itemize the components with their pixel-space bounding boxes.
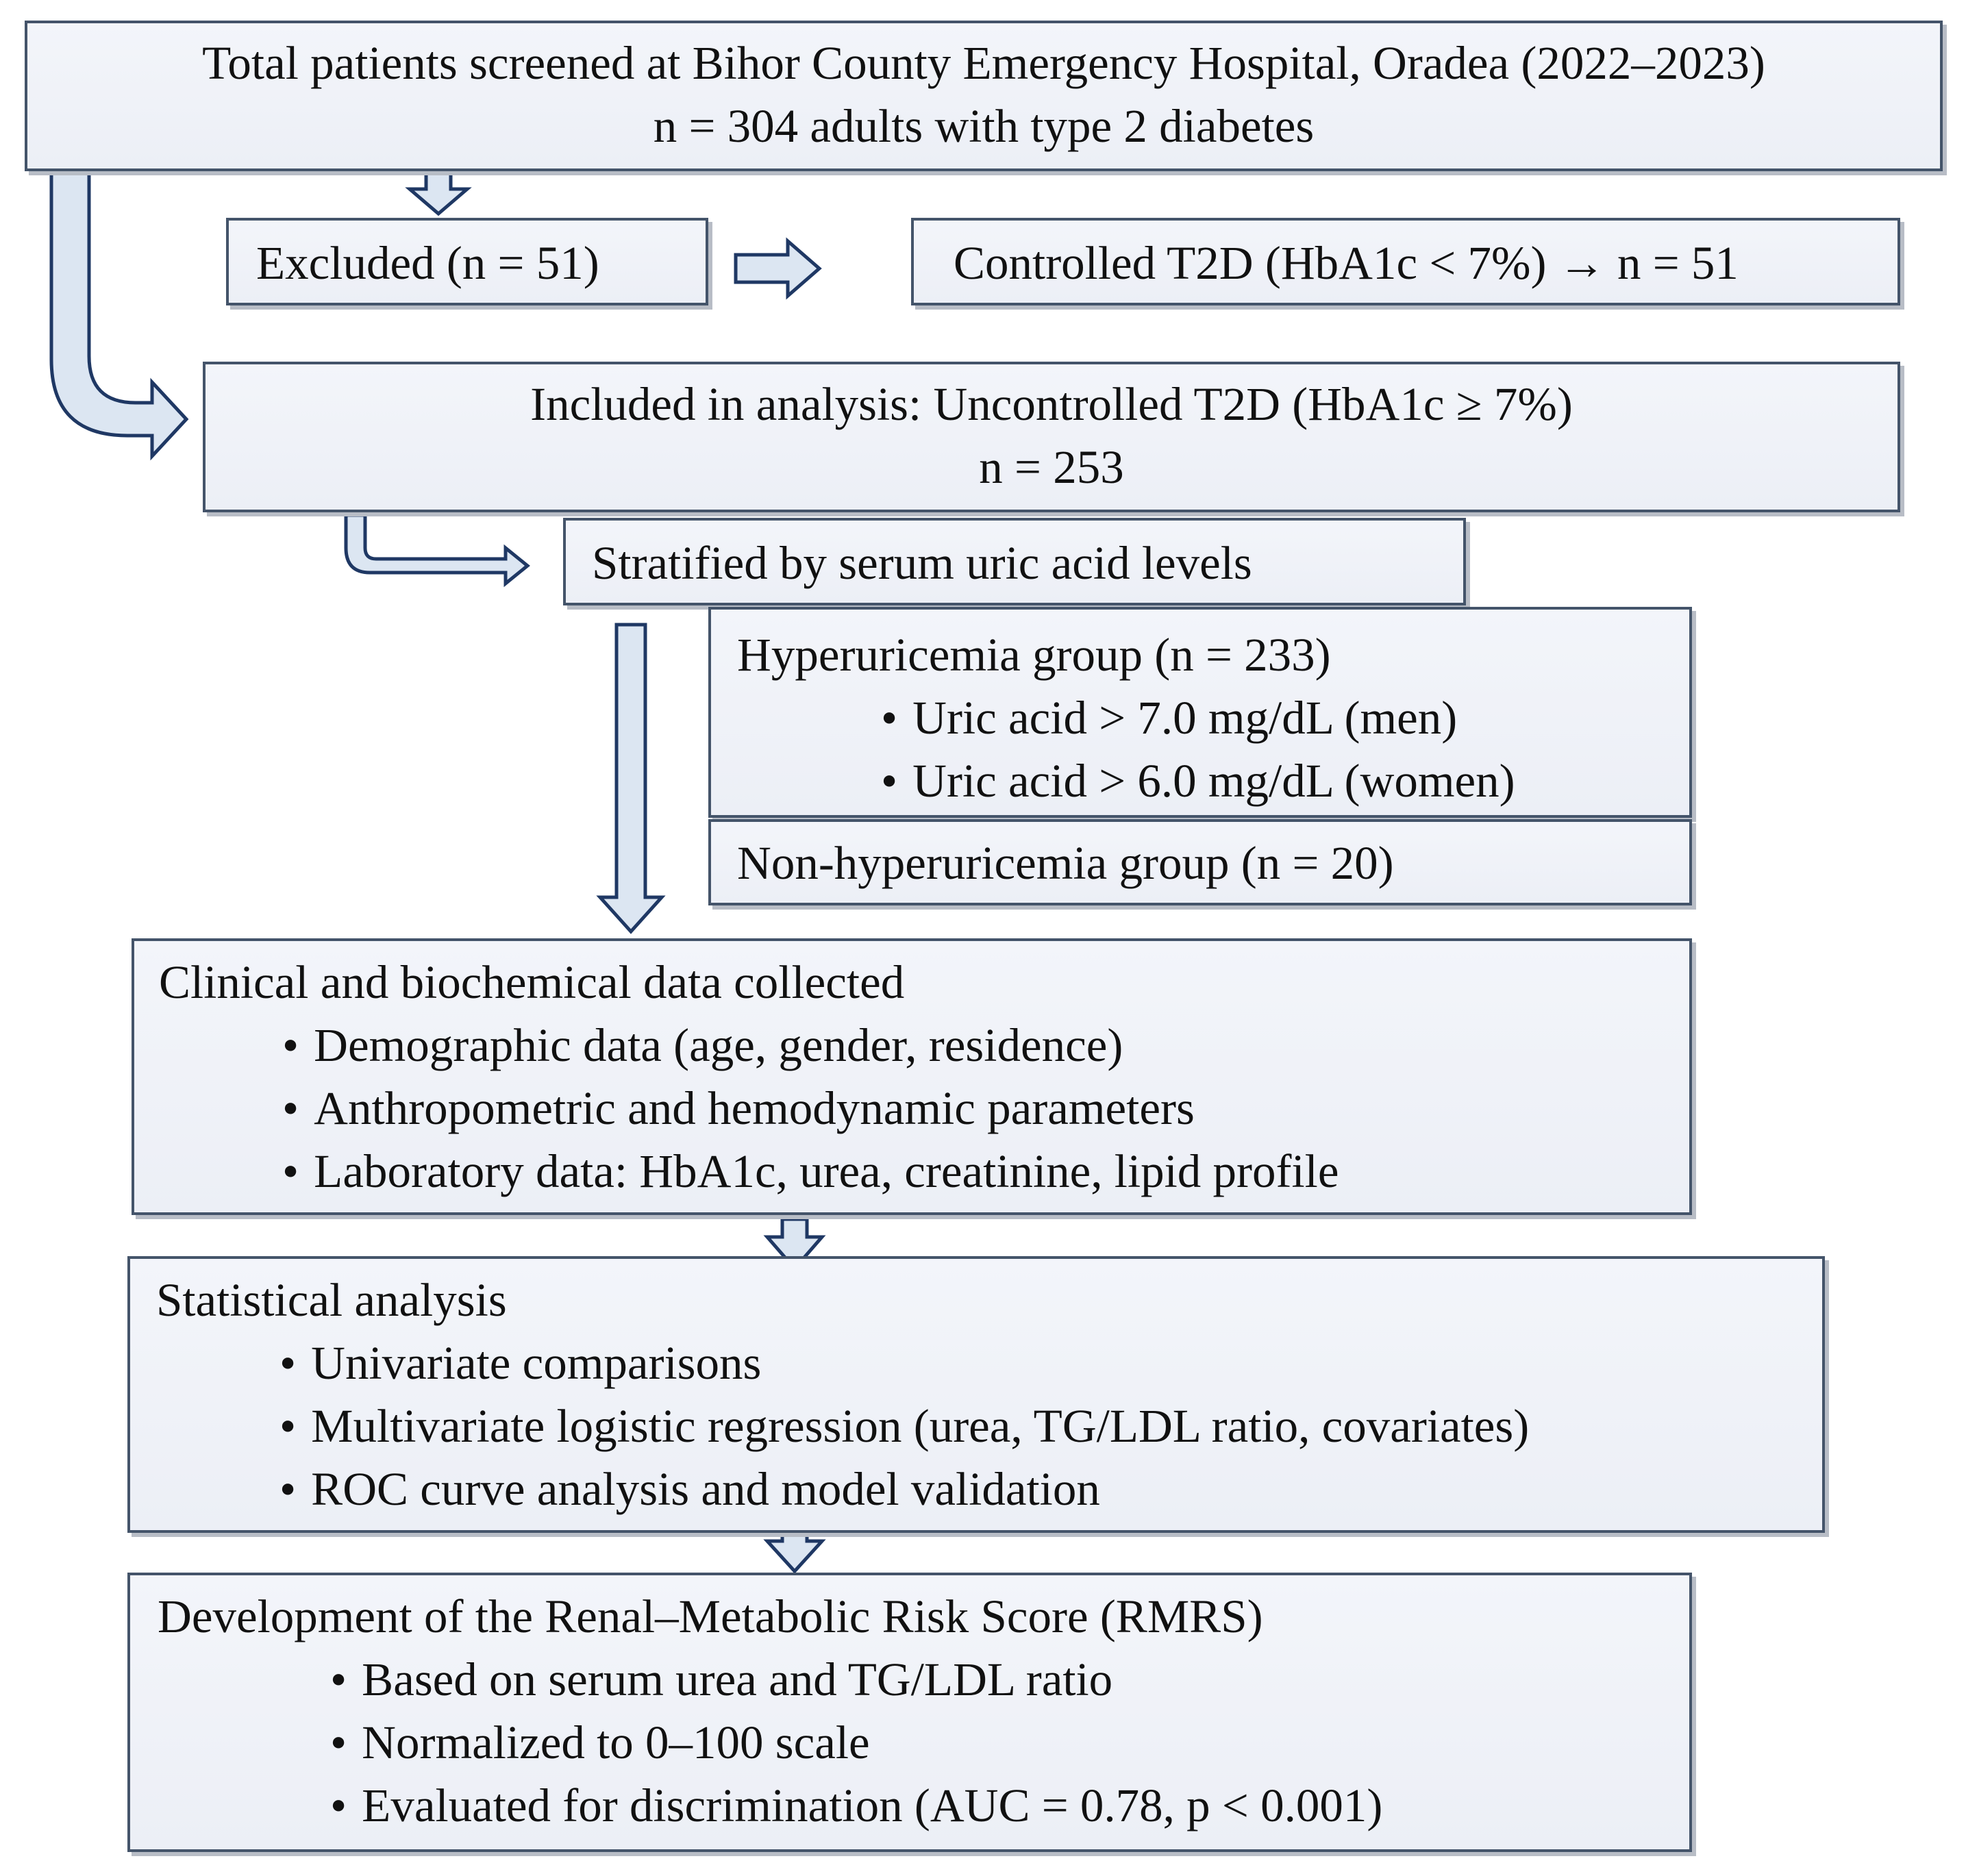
statistical-analysis-title: Statistical analysis xyxy=(156,1274,507,1326)
clinical-to-statistical-arrow xyxy=(763,1217,826,1271)
controlled-label: Controlled T2D (HbA1c < 7%) → n = 51 xyxy=(954,237,1739,289)
screened-to-included-arrow xyxy=(49,171,189,461)
statistical-analysis-item: ROC curve analysis and model validation xyxy=(279,1458,1822,1521)
included-count: n = 253 xyxy=(979,441,1124,493)
controlled-box: Controlled T2D (HbA1c < 7%) → n = 51 xyxy=(911,218,1900,305)
statistical-analysis-box: Statistical analysis Univariate comparis… xyxy=(127,1256,1825,1533)
statistical-analysis-list: Univariate comparisons Multivariate logi… xyxy=(156,1331,1822,1521)
rmrs-item: Based on serum urea and TG/LDL ratio xyxy=(330,1648,1689,1711)
hyperuricemia-criterion-men: Uric acid > 7.0 mg/dL (men) xyxy=(881,686,1689,749)
hyperuricemia-criteria-list: Uric acid > 7.0 mg/dL (men) Uric acid > … xyxy=(737,686,1689,812)
stratified-to-clinical-arrow xyxy=(596,623,666,934)
excluded-to-controlled-arrow xyxy=(734,237,822,300)
clinical-data-list: Demographic data (age, gender, residence… xyxy=(159,1014,1689,1203)
included-box: Included in analysis: Uncontrolled T2D (… xyxy=(203,362,1900,512)
included-title: Included in analysis: Uncontrolled T2D (… xyxy=(530,378,1573,430)
excluded-label: Excluded (n = 51) xyxy=(256,237,599,289)
non-hyperuricemia-box: Non-hyperuricemia group (n = 20) xyxy=(708,819,1692,905)
rmrs-list: Based on serum urea and TG/LDL ratio Nor… xyxy=(158,1648,1689,1837)
rmrs-item: Evaluated for discrimination (AUC = 0.78… xyxy=(330,1774,1689,1837)
clinical-data-item: Demographic data (age, gender, residence… xyxy=(282,1014,1689,1077)
included-to-stratified-arrow xyxy=(344,513,530,588)
screened-count: n = 304 adults with type 2 diabetes xyxy=(653,100,1315,152)
stratified-box: Stratified by serum uric acid levels xyxy=(563,518,1466,605)
screened-title: Total patients screened at Bihor County … xyxy=(202,37,1765,89)
clinical-data-box: Clinical and biochemical data collected … xyxy=(132,938,1692,1215)
screened-to-excluded-arrow xyxy=(405,169,472,216)
excluded-box: Excluded (n = 51) xyxy=(226,218,708,305)
hyperuricemia-box: Hyperuricemia group (n = 233) Uric acid … xyxy=(708,607,1692,818)
clinical-data-item: Laboratory data: HbA1c, urea, creatinine… xyxy=(282,1140,1689,1203)
non-hyperuricemia-title: Non-hyperuricemia group (n = 20) xyxy=(737,837,1394,889)
rmrs-item: Normalized to 0–100 scale xyxy=(330,1711,1689,1774)
stratified-label: Stratified by serum uric acid levels xyxy=(592,537,1252,589)
clinical-data-title: Clinical and biochemical data collected xyxy=(159,956,905,1008)
statistical-analysis-item: Univariate comparisons xyxy=(279,1331,1822,1395)
screened-box: Total patients screened at Bihor County … xyxy=(25,21,1943,171)
hyperuricemia-criterion-women: Uric acid > 6.0 mg/dL (women) xyxy=(881,749,1689,812)
rmrs-title: Development of the Renal–Metabolic Risk … xyxy=(158,1590,1263,1642)
statistical-analysis-item: Multivariate logistic regression (urea, … xyxy=(279,1395,1822,1458)
hyperuricemia-title: Hyperuricemia group (n = 233) xyxy=(737,629,1331,681)
rmrs-box: Development of the Renal–Metabolic Risk … xyxy=(127,1573,1692,1852)
clinical-data-item: Anthropometric and hemodynamic parameter… xyxy=(282,1077,1689,1140)
